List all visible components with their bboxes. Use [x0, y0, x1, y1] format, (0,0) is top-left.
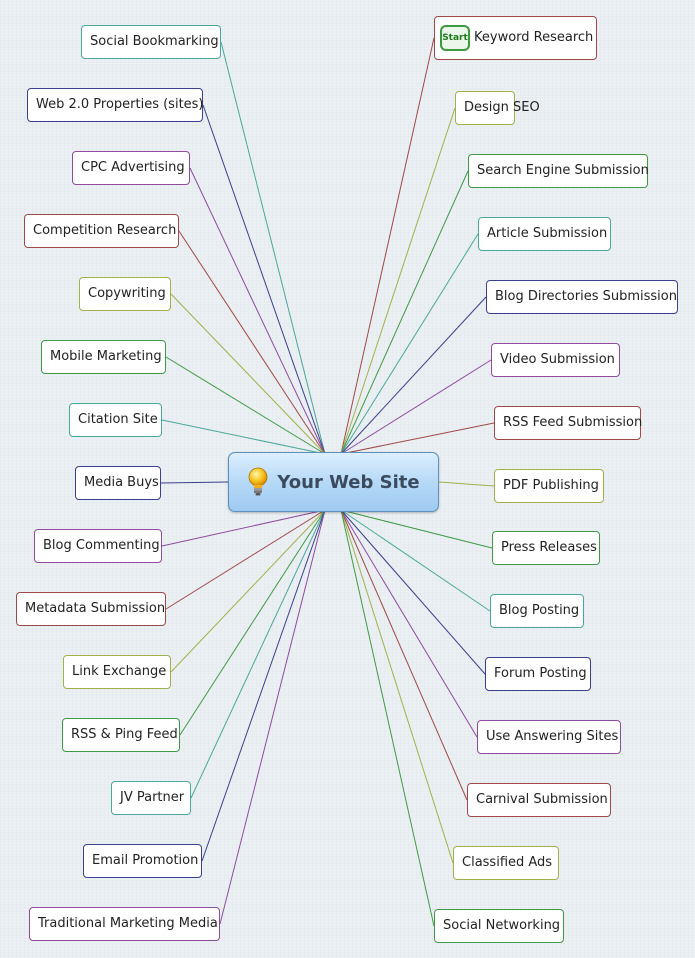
- connector-line: [340, 509, 491, 612]
- topic-pdf-publishing[interactable]: PDF Publishing: [494, 469, 604, 503]
- topic-blog-directories-submission[interactable]: Blog Directories Submission: [486, 280, 678, 314]
- topic-label: Forum Posting: [494, 666, 587, 681]
- central-topic[interactable]: Your Web Site: [228, 452, 439, 512]
- topic-label: Media Buys: [84, 475, 159, 490]
- topic-label: PDF Publishing: [503, 478, 599, 493]
- topic-press-releases[interactable]: Press Releases: [492, 531, 600, 565]
- connector-line: [165, 356, 326, 455]
- connector-line: [340, 509, 478, 738]
- connector-line: [161, 419, 326, 455]
- topic-label: Video Submission: [500, 352, 615, 367]
- topic-article-submission[interactable]: Article Submission: [478, 217, 611, 251]
- connector-line: [220, 41, 326, 455]
- topic-link-exchange[interactable]: Link Exchange: [63, 655, 171, 689]
- connector-line: [340, 170, 469, 455]
- connector-line: [340, 509, 486, 675]
- central-topic-label: Your Web Site: [277, 471, 420, 493]
- topic-copywriting[interactable]: Copywriting: [79, 277, 171, 311]
- topic-social-bookmarking[interactable]: Social Bookmarking: [81, 25, 221, 59]
- topic-label: RSS Feed Submission: [503, 415, 643, 430]
- topic-rss-ping-feed[interactable]: RSS & Ping Feed: [62, 718, 180, 752]
- connector-line: [170, 509, 326, 673]
- topic-label: Classified Ads: [462, 855, 553, 870]
- topic-rss-feed-submission[interactable]: RSS Feed Submission: [494, 406, 643, 440]
- topic-label: Search Engine Submission: [477, 163, 649, 178]
- topic-label: JV Partner: [120, 790, 185, 805]
- topic-social-networking[interactable]: Social Networking: [434, 909, 564, 943]
- connector-line: [160, 481, 229, 484]
- connector-line: [165, 509, 326, 610]
- topic-label: Blog Directories Submission: [495, 289, 677, 304]
- topic-label: Design SEO: [464, 100, 540, 115]
- connector-line: [340, 509, 493, 549]
- topic-traditional-marketing-media[interactable]: Traditional Marketing Media: [29, 907, 220, 941]
- topic-label: Blog Commenting: [43, 538, 160, 553]
- topic-citation-site[interactable]: Citation Site: [69, 403, 162, 437]
- topic-label: Social Networking: [443, 918, 561, 933]
- connector-line: [219, 509, 326, 925]
- topic-search-engine-submission[interactable]: Search Engine Submission: [468, 154, 649, 188]
- topic-label: Article Submission: [487, 226, 608, 241]
- connector-line: [438, 481, 495, 487]
- topic-video-submission[interactable]: Video Submission: [491, 343, 620, 377]
- topic-label: Citation Site: [78, 412, 158, 427]
- topic-forum-posting[interactable]: Forum Posting: [485, 657, 591, 691]
- topic-jv-partner[interactable]: JV Partner: [111, 781, 191, 815]
- topic-metadata-submission[interactable]: Metadata Submission: [16, 592, 166, 626]
- topic-keyword-research[interactable]: Start Keyword Research: [434, 16, 597, 60]
- connector-line: [179, 509, 326, 736]
- connector-line: [161, 509, 326, 547]
- connector-line: [340, 296, 487, 455]
- topic-label: Use Answering Sites: [486, 729, 619, 744]
- topic-label: Metadata Submission: [25, 601, 166, 616]
- topic-label: Keyword Research: [474, 30, 594, 45]
- connector-line: [201, 509, 326, 862]
- connector-line: [189, 167, 326, 455]
- connector-line: [178, 230, 326, 455]
- topic-label: Web 2.0 Properties (sites): [36, 97, 204, 112]
- topic-label: Link Exchange: [72, 664, 167, 679]
- lightbulb-icon: [248, 467, 268, 496]
- topic-label: Social Bookmarking: [90, 34, 219, 49]
- connector-line: [340, 509, 454, 864]
- topic-classified-ads[interactable]: Classified Ads: [453, 846, 559, 880]
- connector-line: [340, 233, 479, 455]
- connector-line: [340, 359, 492, 455]
- topic-label: Competition Research: [33, 223, 177, 238]
- topic-carnival-submission[interactable]: Carnival Submission: [467, 783, 611, 817]
- topic-web-20-properties[interactable]: Web 2.0 Properties (sites): [27, 88, 204, 122]
- connector-line: [202, 104, 326, 455]
- topic-blog-posting[interactable]: Blog Posting: [490, 594, 584, 628]
- connector-line: [170, 293, 326, 455]
- topic-email-promotion[interactable]: Email Promotion: [83, 844, 202, 878]
- topic-label: Traditional Marketing Media: [38, 916, 218, 931]
- topic-label: Copywriting: [88, 286, 166, 301]
- topic-label: Press Releases: [501, 540, 597, 555]
- connector-line: [340, 107, 456, 455]
- topic-competition-research[interactable]: Competition Research: [24, 214, 179, 248]
- start-flag-icon: Start: [440, 24, 470, 51]
- topic-design-seo[interactable]: Design SEO: [455, 91, 540, 125]
- topic-blog-commenting[interactable]: Blog Commenting: [34, 529, 162, 563]
- topic-label: Email Promotion: [92, 853, 199, 868]
- topic-mobile-marketing[interactable]: Mobile Marketing: [41, 340, 166, 374]
- topic-media-buys[interactable]: Media Buys: [75, 466, 161, 500]
- topic-use-answering-sites[interactable]: Use Answering Sites: [477, 720, 621, 754]
- connector-line: [340, 422, 495, 455]
- topic-label: RSS & Ping Feed: [71, 727, 178, 742]
- topic-label: CPC Advertising: [81, 160, 185, 175]
- connector-line: [190, 509, 326, 799]
- connector-line: [340, 509, 435, 927]
- connector-line: [340, 37, 435, 455]
- topic-label: Blog Posting: [499, 603, 580, 618]
- topic-label: Mobile Marketing: [50, 349, 162, 364]
- connector-line: [340, 509, 468, 801]
- topic-label: Carnival Submission: [476, 792, 608, 807]
- topic-cpc-advertising[interactable]: CPC Advertising: [72, 151, 190, 185]
